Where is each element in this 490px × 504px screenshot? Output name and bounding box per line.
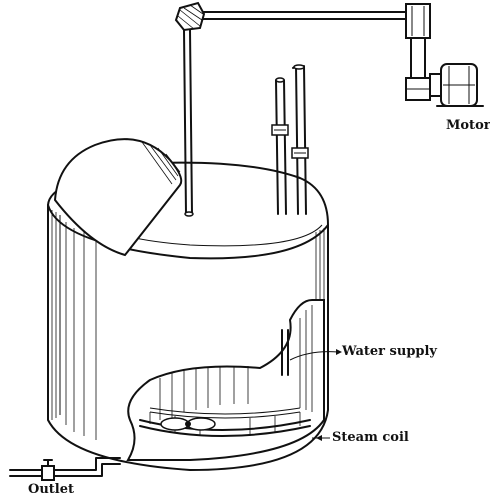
hinged-lid <box>53 138 183 257</box>
drive-assembly <box>174 1 484 217</box>
motor-drive-link <box>405 37 431 101</box>
drive-shaft <box>194 11 409 20</box>
water-supply-label: Water supply <box>342 344 437 359</box>
leader-water-supply <box>289 349 342 361</box>
outlet-valve <box>41 459 55 481</box>
water-supply-pipe <box>271 77 289 215</box>
bevel-gear <box>174 1 206 32</box>
outlet-pipe <box>9 457 121 477</box>
leader-steam-coil <box>312 435 330 441</box>
agitator-shaft <box>183 29 194 217</box>
motor-label: Motor <box>446 118 490 133</box>
shaft-coupling <box>405 3 431 39</box>
steam-coil-label: Steam coil <box>332 430 409 445</box>
agitator-propeller <box>160 417 216 431</box>
steam-pipe <box>291 64 309 215</box>
outlet-label: Outlet <box>28 482 74 497</box>
tank <box>47 161 329 471</box>
motor <box>429 63 484 107</box>
